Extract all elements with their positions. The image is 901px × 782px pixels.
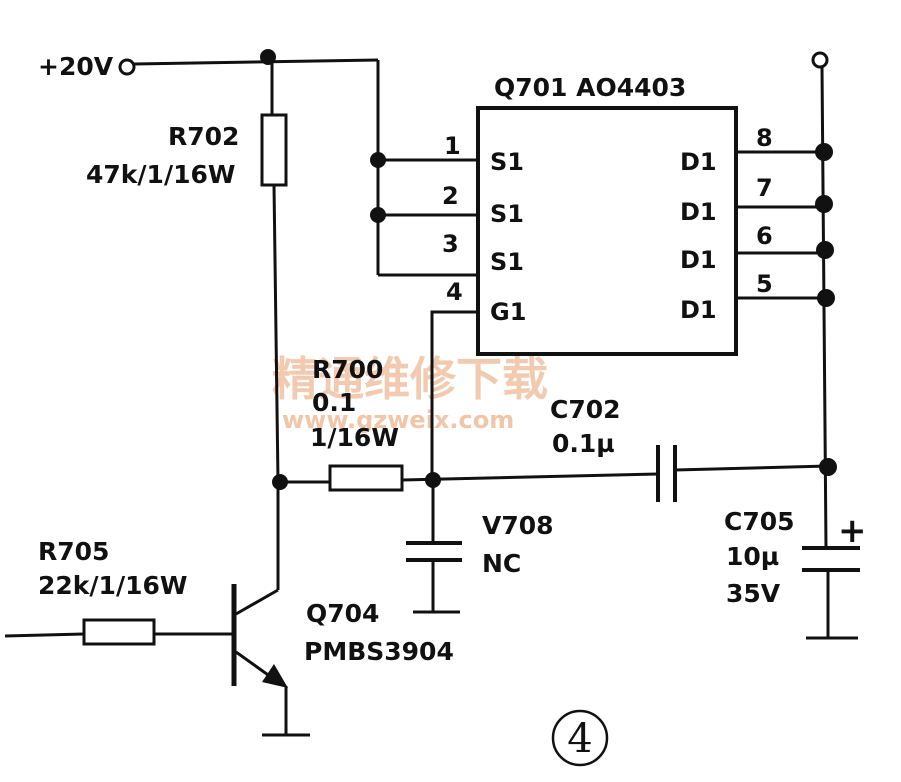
ic-pin-6-name: D1: [680, 246, 717, 274]
c702-value: 0.1µ: [552, 429, 615, 458]
capacitor-c702: [656, 445, 829, 502]
figure-number: 4: [567, 716, 592, 762]
r700-name: R700: [312, 355, 383, 384]
ic-pin-4-num: 4: [446, 278, 463, 306]
ic-pin-3-num: 3: [442, 230, 459, 258]
source-pin-wiring: [370, 152, 478, 277]
ic-pin-2-num: 2: [442, 182, 459, 210]
q704-part: PMBS3904: [304, 637, 454, 666]
ic-pin-7-num: 7: [756, 174, 773, 202]
ic-pin-3-name: S1: [490, 248, 524, 276]
resistor-r700: [272, 464, 659, 492]
r705-value: 22k/1/16W: [38, 571, 187, 600]
output-rail: [811, 51, 837, 549]
ic-pin-7-name: D1: [680, 198, 717, 226]
ic-pin-5-num: 5: [756, 270, 773, 298]
ic-pin-2-name: S1: [490, 200, 524, 228]
v708-name: V708: [482, 511, 554, 540]
q701-label: Q701 AO4403: [494, 73, 686, 102]
figure-number-badge: 4: [551, 709, 609, 767]
watermark-url: www.gzweix.com: [282, 406, 514, 434]
c705-plus: +: [838, 511, 867, 551]
resistor-r702: [260, 57, 288, 483]
c702-name: C702: [550, 395, 621, 424]
ic-pin-8-name: D1: [680, 148, 717, 176]
r702-name: R702: [168, 122, 239, 151]
ic-pin-4-name: G1: [490, 298, 526, 326]
capacitor-c705: [802, 546, 860, 640]
resistor-r705: [4, 618, 232, 646]
supply-label: +20V: [38, 52, 114, 81]
r700-value-1: 0.1: [312, 388, 356, 417]
r702-value: 47k/1/16W: [86, 160, 235, 189]
c705-value-1: 10µ: [726, 542, 779, 571]
capacitor-v708: [406, 480, 462, 614]
ic-pin-5-name: D1: [680, 296, 717, 324]
ic-pin-8-num: 8: [756, 124, 773, 152]
watermark-text: 精通维修下载: [272, 352, 548, 406]
r700-value-2: 1/16W: [310, 423, 399, 452]
ic-pin-1-name: S1: [490, 148, 524, 176]
ic-pin-6-num: 6: [756, 222, 773, 250]
ic-pin-1-num: 1: [444, 132, 461, 160]
v708-value: NC: [482, 549, 521, 578]
c705-value-2: 35V: [726, 579, 781, 608]
ic-q701: [430, 106, 826, 482]
c705-name: C705: [724, 507, 795, 536]
q704-name: Q704: [306, 599, 379, 628]
transistor-q704: [231, 482, 310, 737]
r705-name: R705: [38, 537, 109, 566]
